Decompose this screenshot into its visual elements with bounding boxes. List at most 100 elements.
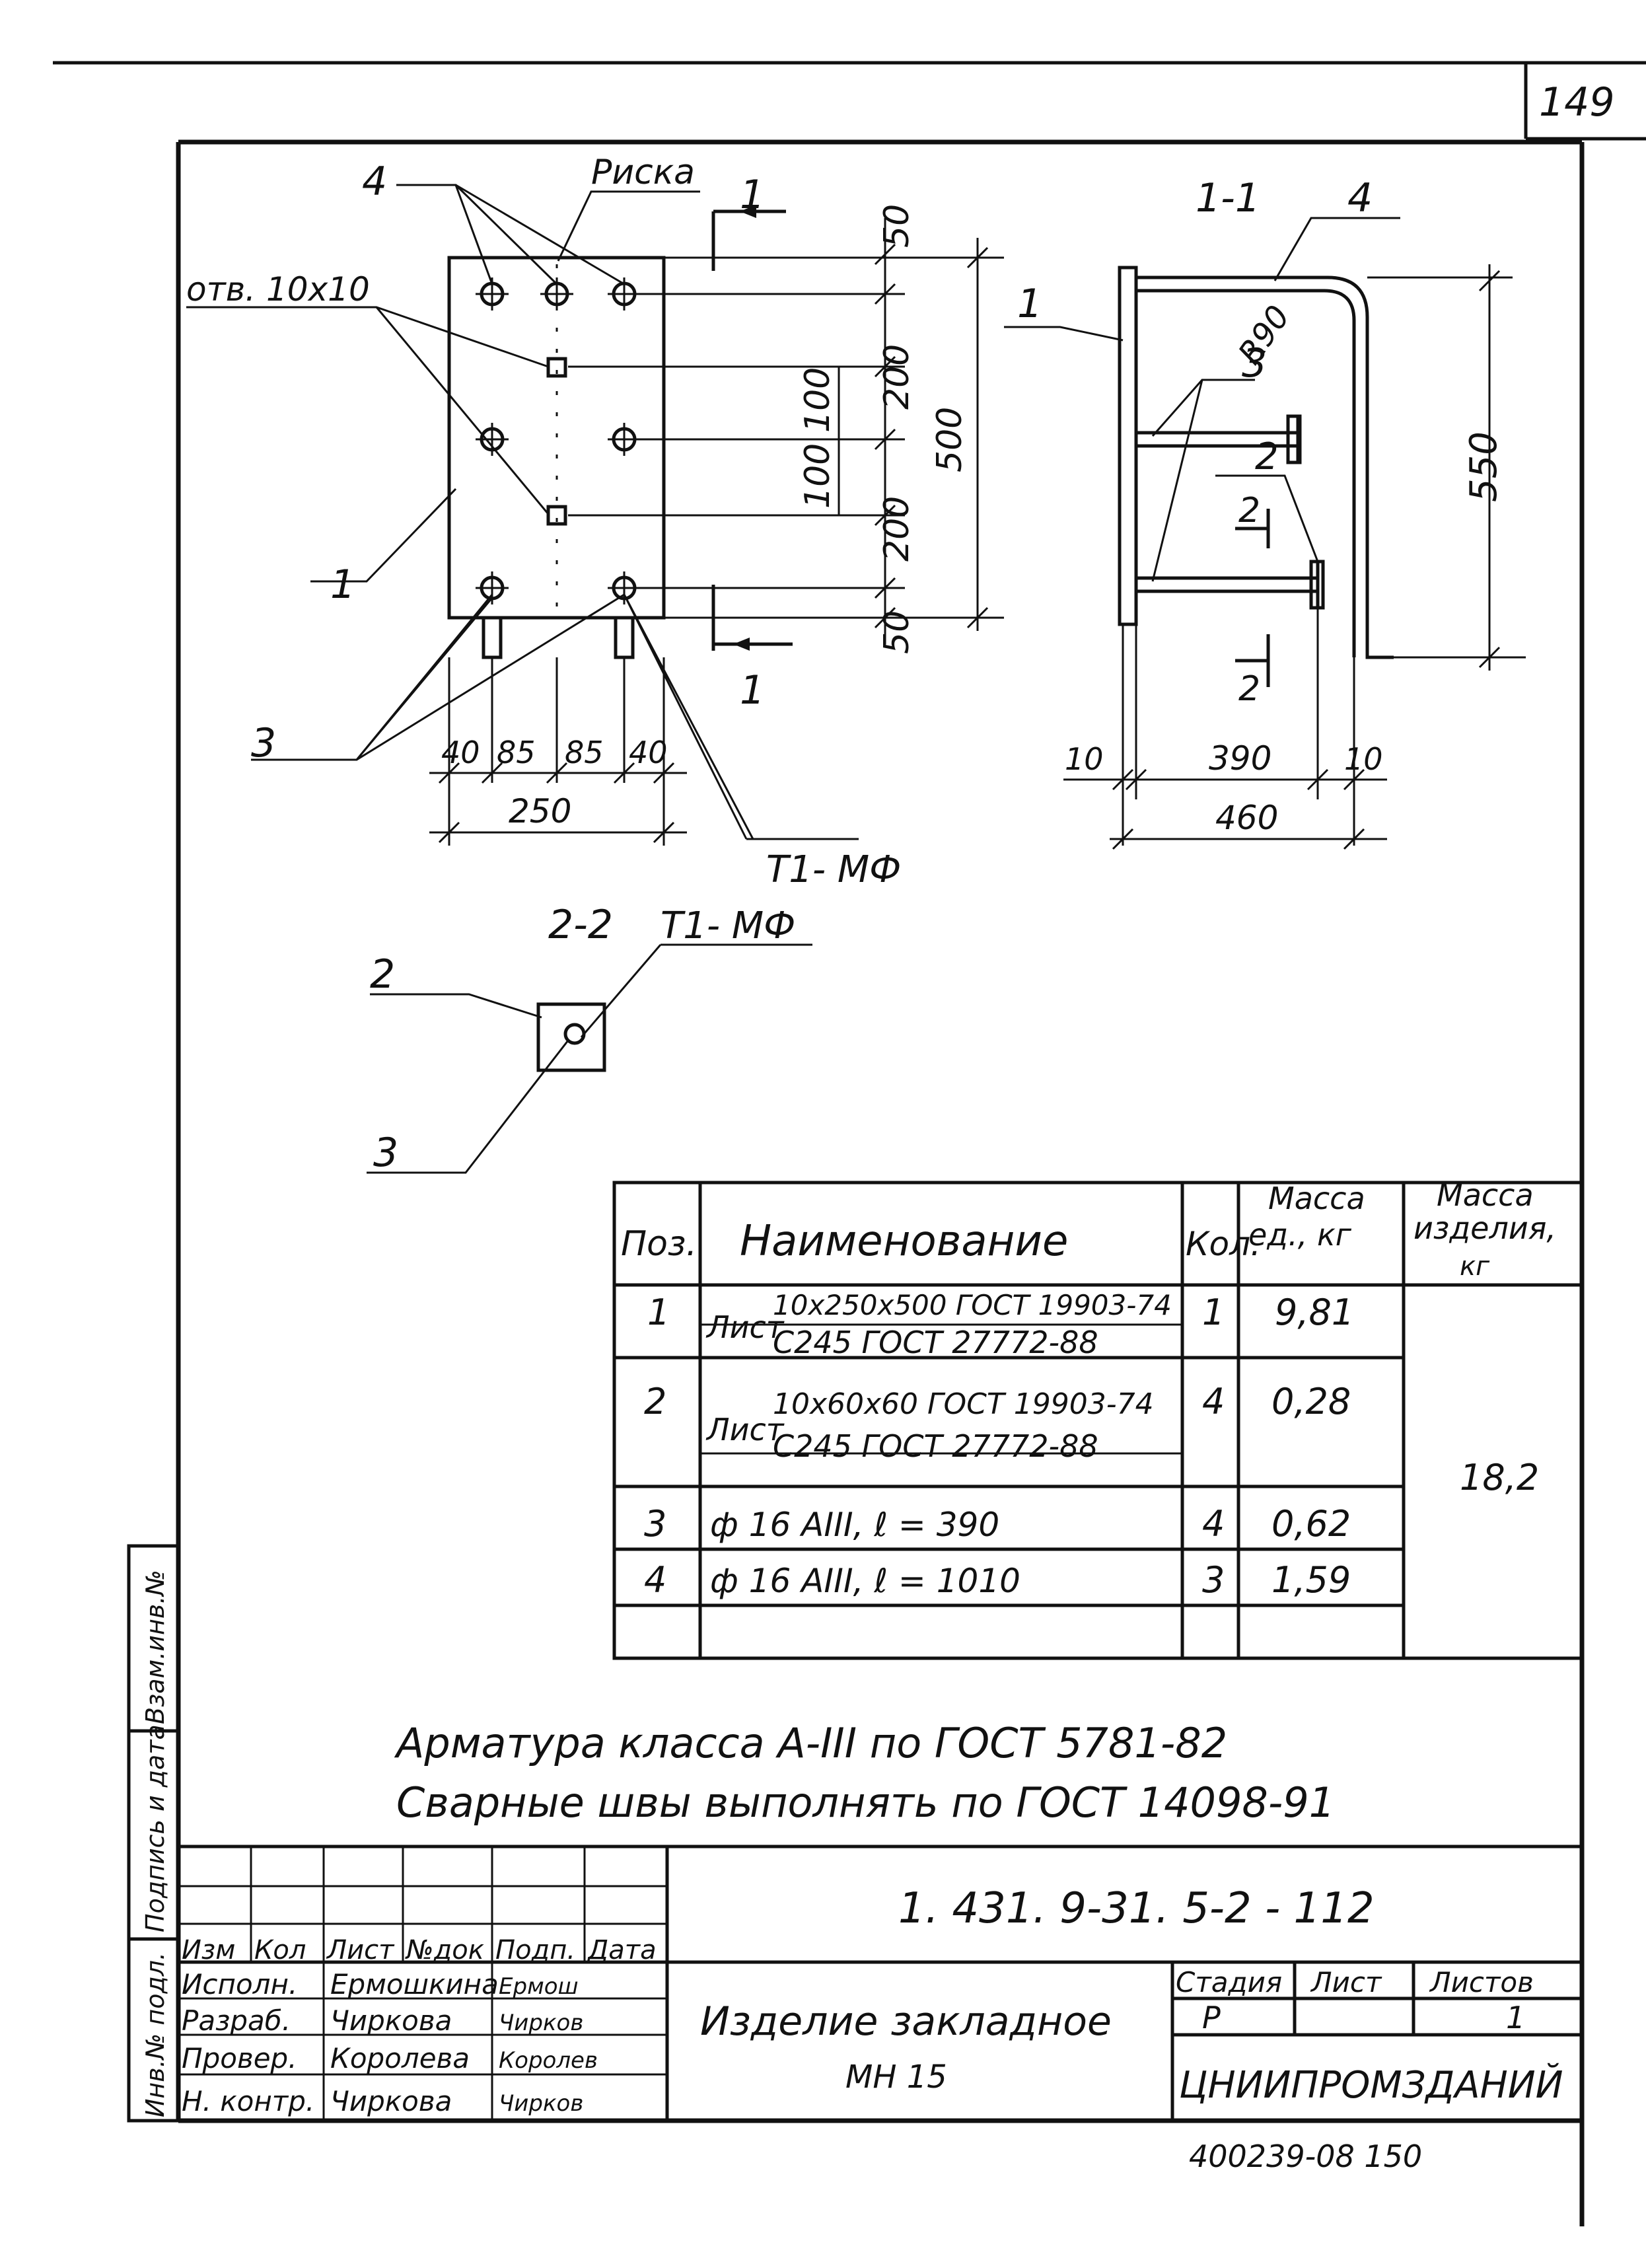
margin-stamp: Инв.№ подл. Подпись и дата Взам.инв.№ [127, 1544, 180, 2123]
section-mark-bottom: 1 [740, 667, 765, 713]
section-1-title: 1-1 [1196, 175, 1260, 221]
dim-250: 250 [509, 792, 571, 830]
bar-end [482, 616, 503, 659]
tb-sign-3: Королев [499, 2047, 598, 2074]
tb-header-izm: Изм [182, 1935, 235, 1965]
spec-row-3-qty: 4 [1202, 1503, 1225, 1545]
spec-table-border [612, 1181, 1584, 1660]
sheet-number: 149 [1539, 79, 1615, 126]
cut-arrow-bottom [733, 638, 750, 651]
spec-row-1-name-top: 10х250х500 ГОСТ 19903-74 [773, 1289, 1172, 1321]
dim-200-a: 200 [877, 344, 917, 410]
cut-mark-2-bottom: 2 [1238, 669, 1260, 709]
margin-inv-orig: Инв.№ подл. [141, 1952, 170, 2117]
title-block: 1. 431. 9-31. 5-2 - 112 Изм Кол Лист №до… [178, 1845, 1582, 2121]
dim-100-a: 100 [798, 367, 838, 433]
spec-row-3-name: ф 16 АIII, ℓ = 390 [710, 1506, 999, 1544]
tb-header-kol: Кол [254, 1935, 306, 1965]
stage-value: Р [1202, 2000, 1221, 2035]
spec-row-3-mass: 0,62 [1271, 1503, 1351, 1545]
section-1-callout-2: 2 [1255, 435, 1279, 478]
sheet-header: Лист [1310, 1966, 1382, 1998]
spec-header-name: Наименование [740, 1217, 1068, 1266]
spec-header-qty: Кол. [1186, 1225, 1261, 1263]
dim-40-left: 40 [441, 735, 480, 770]
callout-4: 4 [362, 159, 387, 205]
bar-end-circle [563, 1023, 586, 1045]
spec-row-2-name-top: 10х60х60 ГОСТ 19903-74 [773, 1387, 1154, 1421]
section-2-callout-3: 3 [373, 1130, 398, 1176]
square-plate [536, 1002, 606, 1072]
tb-header-date: Дата [587, 1935, 657, 1965]
spec-total-mass: 18,2 [1460, 1457, 1539, 1498]
label-hole: отв. 10х10 [186, 270, 370, 309]
section-1-callout-4: 4 [1347, 175, 1373, 221]
spec-row-4-name: ф 16 АIII, ℓ = 1010 [710, 1562, 1020, 1600]
product-title: Изделие закладное [700, 1998, 1112, 2045]
dim-200-b: 200 [877, 496, 917, 562]
sheets-value: 1 [1506, 2000, 1525, 2035]
dim-50-bottom: 50 [877, 610, 917, 654]
spec-row-4-mass: 1,59 [1271, 1559, 1351, 1601]
spec-header-mass-unit-1: Масса [1268, 1181, 1365, 1216]
spec-row-2-pos: 2 [644, 1381, 666, 1422]
cut-mark-2-top: 2 [1238, 491, 1260, 530]
tb-name-1: Ермошкина [330, 1968, 499, 2000]
spec-row-1-name-bottom: С245 ГОСТ 27772-88 [773, 1325, 1098, 1360]
tb-sign-4: Чирков [499, 2090, 583, 2117]
weld-mark-plan: Т1- МФ [766, 848, 901, 891]
tb-header-doc: №док [405, 1935, 484, 1965]
spec-header-mass-total-3: кг [1460, 1251, 1490, 1282]
spec-table: Поз. Наименование Кол. Масса ед., кг Мас… [612, 1177, 1584, 1660]
doc-code: 1. 431. 9-31. 5-2 - 112 [898, 1884, 1375, 1933]
tb-role-1: Исполн. [182, 1968, 297, 2000]
label-riska: Риска [591, 153, 695, 192]
dim-85-b: 85 [565, 735, 604, 770]
radius-label: R90 [1231, 299, 1297, 371]
dim-390: 390 [1209, 739, 1271, 778]
callout-1: 1 [330, 562, 355, 608]
section-2-2: 2-2 Т1- МФ 2 3 [367, 902, 812, 1176]
tb-role-3: Провер. [182, 2042, 297, 2074]
section-plate-2 [1286, 414, 1302, 464]
square-hole [546, 505, 567, 526]
plan-view: 4 Риска отв. 10х10 1 3 1 1 50 200 100 10… [186, 153, 1004, 891]
spec-header-mass-total-1: Масса [1437, 1177, 1534, 1213]
tb-name-4: Чиркова [330, 2085, 452, 2117]
weld-mark-section-2: Т1- МФ [661, 904, 795, 947]
spec-header-mass-unit-2: ед., кг [1248, 1217, 1352, 1253]
sheets-header: Листов [1429, 1966, 1534, 1998]
dim-550: 550 [1462, 431, 1505, 502]
section-2-title: 2-2 [548, 902, 613, 948]
section-2-callout-2: 2 [370, 951, 395, 998]
stage-header: Стадия [1176, 1966, 1282, 1998]
spec-row-4-pos: 4 [644, 1559, 666, 1601]
dim-10-left: 10 [1065, 741, 1104, 777]
note-2: Сварные швы выполнять по ГОСТ 14098-91 [396, 1778, 1335, 1827]
tb-sign-2: Чирков [499, 2010, 583, 2036]
section-plate [1118, 266, 1138, 626]
stud-holes [476, 277, 641, 604]
margin-sign-date: Подпись и дата [141, 1724, 170, 1932]
section-1-1: 1-1 4 1 3 R90 2 2 2 550 10 390 10 [1004, 175, 1526, 850]
section-mark-top: 1 [740, 172, 765, 218]
tb-role-4: Н. контр. [182, 2085, 314, 2117]
spec-row-2-name-bottom: С245 ГОСТ 27772-88 [773, 1428, 1098, 1464]
spec-header-pos: Поз. [621, 1224, 697, 1264]
spec-row-1-qty: 1 [1202, 1292, 1225, 1333]
spec-row-4-qty: 3 [1202, 1559, 1225, 1601]
callout-3: 3 [251, 720, 276, 766]
product-code: МН 15 [845, 2059, 947, 2096]
section-1-callout-3: 3 [1242, 340, 1267, 386]
tb-name-2: Чиркова [330, 2004, 452, 2037]
spec-row-3-pos: 3 [644, 1503, 666, 1545]
dim-40-right: 40 [629, 735, 668, 770]
spec-row-2-mass: 0,28 [1271, 1381, 1351, 1422]
tb-header-sign: Подп. [495, 1935, 575, 1965]
spec-row-1-mass: 9,81 [1275, 1292, 1354, 1333]
plate-outline [447, 256, 666, 620]
dim-460: 460 [1215, 799, 1278, 837]
spec-row-2-prefix: Лист [705, 1412, 785, 1447]
dim-85-a: 85 [497, 735, 536, 770]
